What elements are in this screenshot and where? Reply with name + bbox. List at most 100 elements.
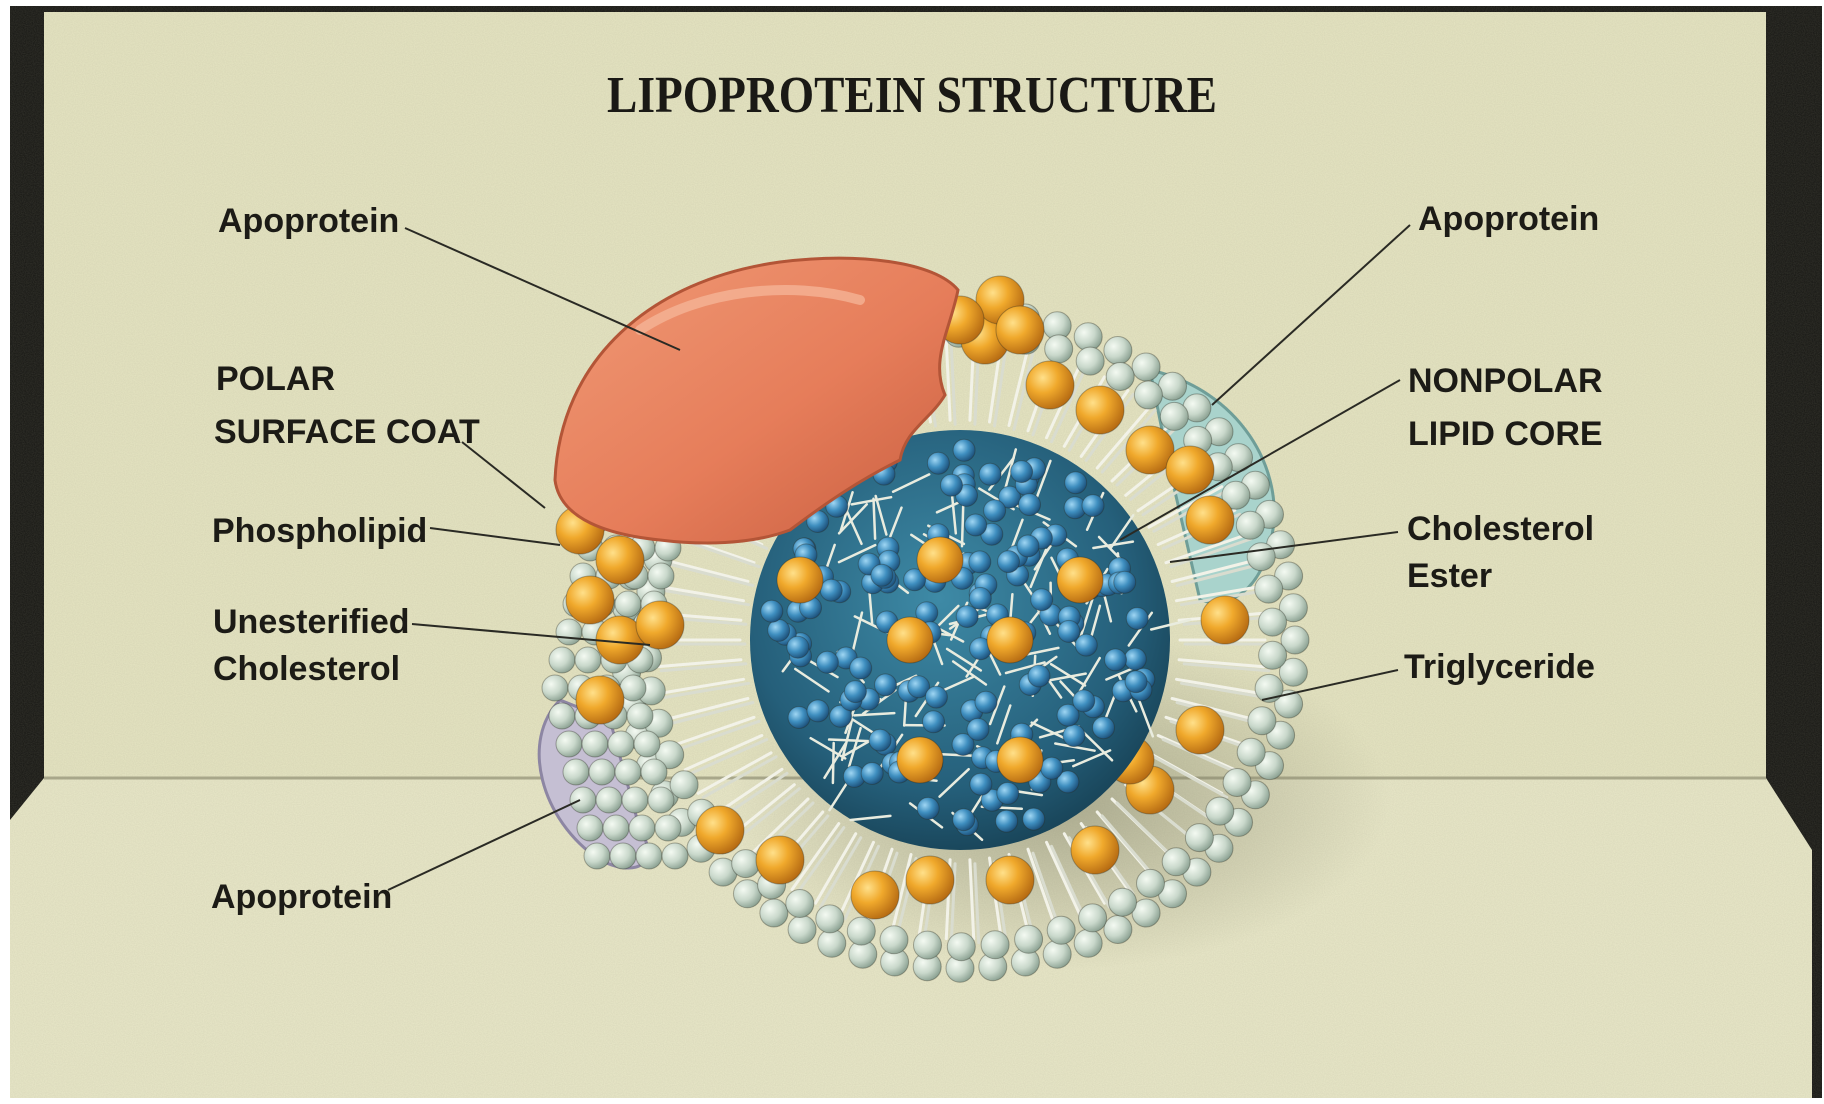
diagram-title: LIPOPROTEIN STRUCTURE	[607, 67, 1217, 124]
cholesterol-ball	[566, 576, 614, 624]
cholesterol-ester-ball	[987, 617, 1033, 663]
polar-head	[786, 890, 814, 918]
cholesterol-ball	[696, 806, 744, 854]
cholesterol-ball	[1071, 826, 1119, 874]
core-ball	[807, 700, 829, 722]
polar-head	[1074, 323, 1102, 351]
polar-head	[1236, 511, 1264, 539]
cholesterol-ball	[1201, 596, 1249, 644]
polar-head	[662, 843, 688, 869]
polar-head	[1134, 381, 1162, 409]
core-ball	[997, 782, 1019, 804]
core-ball	[984, 500, 1006, 522]
core-ball	[1023, 808, 1045, 830]
polar-head	[1043, 940, 1071, 968]
core-ball	[875, 674, 897, 696]
core-ball	[969, 587, 991, 609]
cholesterol-ball	[1026, 361, 1074, 409]
polar-head	[1248, 707, 1276, 735]
label-cholesterol-ester-line2: Ester	[1407, 557, 1492, 595]
core-ball	[917, 797, 939, 819]
polar-head	[1015, 925, 1043, 953]
cholesterol-ester-ball	[997, 737, 1043, 783]
label-unesterified-line1: Unesterified	[213, 603, 410, 641]
polar-head	[641, 759, 667, 785]
polar-head	[1106, 363, 1134, 391]
cholesterol-ball	[906, 856, 954, 904]
core-ball	[923, 711, 945, 733]
cholesterol-ester-ball	[1057, 557, 1103, 603]
polar-head	[1160, 402, 1188, 430]
polar-head	[1206, 797, 1234, 825]
polar-head	[1237, 738, 1265, 766]
polar-head	[577, 815, 603, 841]
polar-head	[818, 929, 846, 957]
core-ball	[1105, 649, 1127, 671]
core-ball	[1093, 717, 1115, 739]
polar-head	[1137, 869, 1165, 897]
cholesterol-ball	[636, 601, 684, 649]
core-tail	[962, 506, 963, 546]
polar-head	[596, 787, 622, 813]
core-ball	[844, 681, 866, 703]
polar-head	[1045, 335, 1073, 363]
polar-head	[1223, 769, 1251, 797]
cholesterol-ball	[756, 836, 804, 884]
polar-head	[584, 843, 610, 869]
core-tail	[829, 740, 869, 742]
core-ball	[1065, 472, 1087, 494]
polar-head	[914, 931, 942, 959]
label-polar-line2: SURFACE COAT	[214, 413, 480, 451]
polar-head	[670, 771, 698, 799]
polar-head	[615, 759, 641, 785]
polar-head	[1162, 848, 1190, 876]
polar-head	[1247, 543, 1275, 571]
core-ball	[953, 809, 975, 831]
polar-head	[1109, 888, 1137, 916]
core-ball	[1017, 535, 1039, 557]
polar-head	[542, 675, 568, 701]
core-ball	[975, 691, 997, 713]
core-ball	[1063, 725, 1085, 747]
label-polar-line1: POLAR	[216, 360, 335, 398]
polar-head	[1259, 608, 1287, 636]
core-ball	[1124, 648, 1146, 670]
polar-head	[816, 905, 844, 933]
polar-head	[655, 815, 681, 841]
core-ball	[1028, 665, 1050, 687]
cholesterol-ball	[1186, 496, 1234, 544]
label-apoprotein-top-left: Apoprotein	[218, 202, 399, 240]
core-ball	[1031, 589, 1053, 611]
core-ball	[953, 439, 975, 461]
polar-head	[1132, 353, 1160, 381]
core-ball	[927, 452, 949, 474]
polar-head	[610, 843, 636, 869]
polar-head	[1259, 641, 1287, 669]
core-ball	[861, 763, 883, 785]
polar-head	[556, 731, 582, 757]
polar-head	[648, 787, 674, 813]
polar-head	[981, 931, 1009, 959]
polar-head	[549, 647, 575, 673]
polar-head	[634, 731, 660, 757]
cholesterol-ball	[596, 536, 644, 584]
polar-head	[549, 703, 575, 729]
core-ball	[1073, 690, 1095, 712]
core-ball	[761, 600, 783, 622]
polar-head	[1079, 904, 1107, 932]
core-ball	[1019, 494, 1041, 516]
cholesterol-ball	[1076, 386, 1124, 434]
polar-head	[615, 591, 641, 617]
polar-head	[1047, 916, 1075, 944]
polar-head	[1104, 337, 1132, 365]
core-ball	[869, 729, 891, 751]
polar-head	[563, 759, 589, 785]
cholesterol-ester-ball	[777, 557, 823, 603]
cholesterol-ball	[986, 856, 1034, 904]
polar-head	[608, 731, 634, 757]
core-ball	[956, 606, 978, 628]
label-nonpolar-line2: LIPID CORE	[1408, 415, 1603, 453]
polar-head	[556, 619, 582, 645]
cholesterol-ball	[851, 871, 899, 919]
